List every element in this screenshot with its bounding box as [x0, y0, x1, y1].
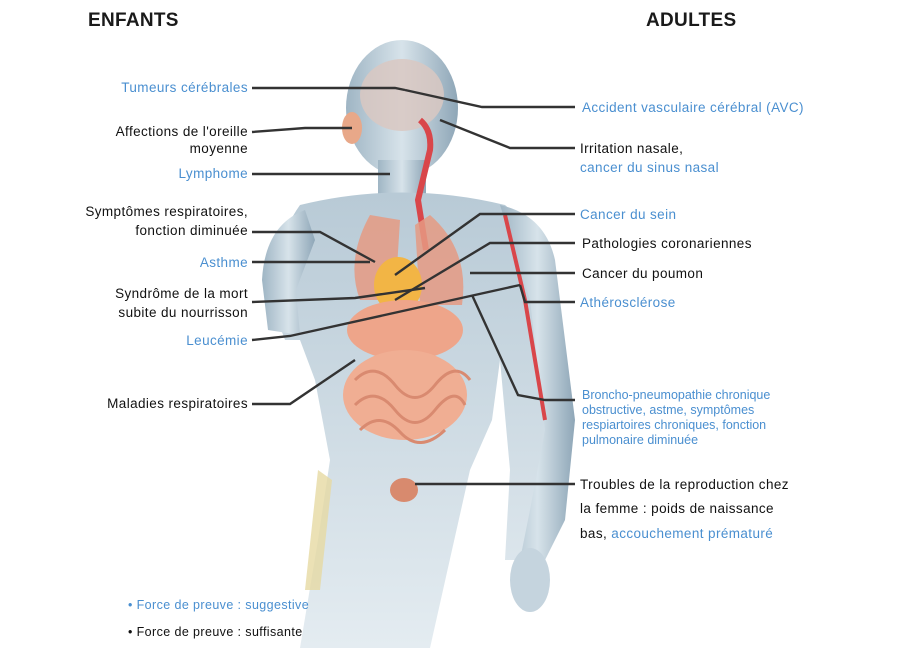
legend-suggestive: • Force de preuve : suggestive: [128, 597, 309, 614]
label-troubles-reproduction-line3: bas, accouchement prématuré: [580, 525, 773, 542]
label-poids-bas: bas,: [580, 526, 611, 541]
label-oreille-line1: Affections de l'oreille: [116, 123, 248, 140]
label-tumeurs-cerebrales: Tumeurs cérébrales: [121, 79, 248, 96]
adults-header: ADULTES: [646, 10, 736, 32]
label-bpco-line4: pulmonaire diminuée: [582, 433, 698, 448]
label-lymphome: Lymphome: [179, 165, 248, 182]
label-symptomes-line2: fonction diminuée: [135, 222, 248, 239]
label-leucemie: Leucémie: [186, 332, 248, 349]
label-troubles-reproduction-line1: Troubles de la reproduction chez: [580, 476, 789, 493]
reproductive-organ: [390, 478, 418, 502]
label-cancer-sein: Cancer du sein: [580, 206, 676, 223]
label-avc: Accident vasculaire cérébral (AVC): [582, 99, 804, 116]
label-mort-subite-line1: Syndrôme de la mort: [115, 285, 248, 302]
label-cancer-poumon: Cancer du poumon: [582, 265, 703, 282]
label-symptomes-line1: Symptômes respiratoires,: [85, 203, 248, 220]
label-maladies-respiratoires: Maladies respiratoires: [107, 395, 248, 412]
label-cancer-sinus: cancer du sinus nasal: [580, 159, 719, 176]
intestines-organ: [343, 300, 470, 443]
label-pathologies-coronariennes: Pathologies coronariennes: [582, 235, 752, 252]
label-bpco-line2: obstructive, astme, symptômes: [582, 403, 754, 418]
label-oreille-line2: moyenne: [190, 140, 248, 157]
label-bpco-line3: respiartoires chroniques, fonction: [582, 418, 766, 433]
label-atherosclerose: Athérosclérose: [580, 294, 676, 311]
label-asthme: Asthme: [200, 254, 248, 271]
label-mort-subite-line2: subite du nourrisson: [118, 304, 248, 321]
legend-sufficient: • Force de preuve : suffisante: [128, 624, 303, 641]
label-accouchement-premature: accouchement prématuré: [611, 526, 773, 541]
label-troubles-reproduction-line2: la femme : poids de naissance: [580, 500, 774, 517]
children-header: ENFANTS: [88, 10, 179, 32]
label-irritation-nasale: Irritation nasale,: [580, 140, 683, 157]
label-bpco-line1: Broncho-pneumopathie chronique: [582, 388, 770, 403]
